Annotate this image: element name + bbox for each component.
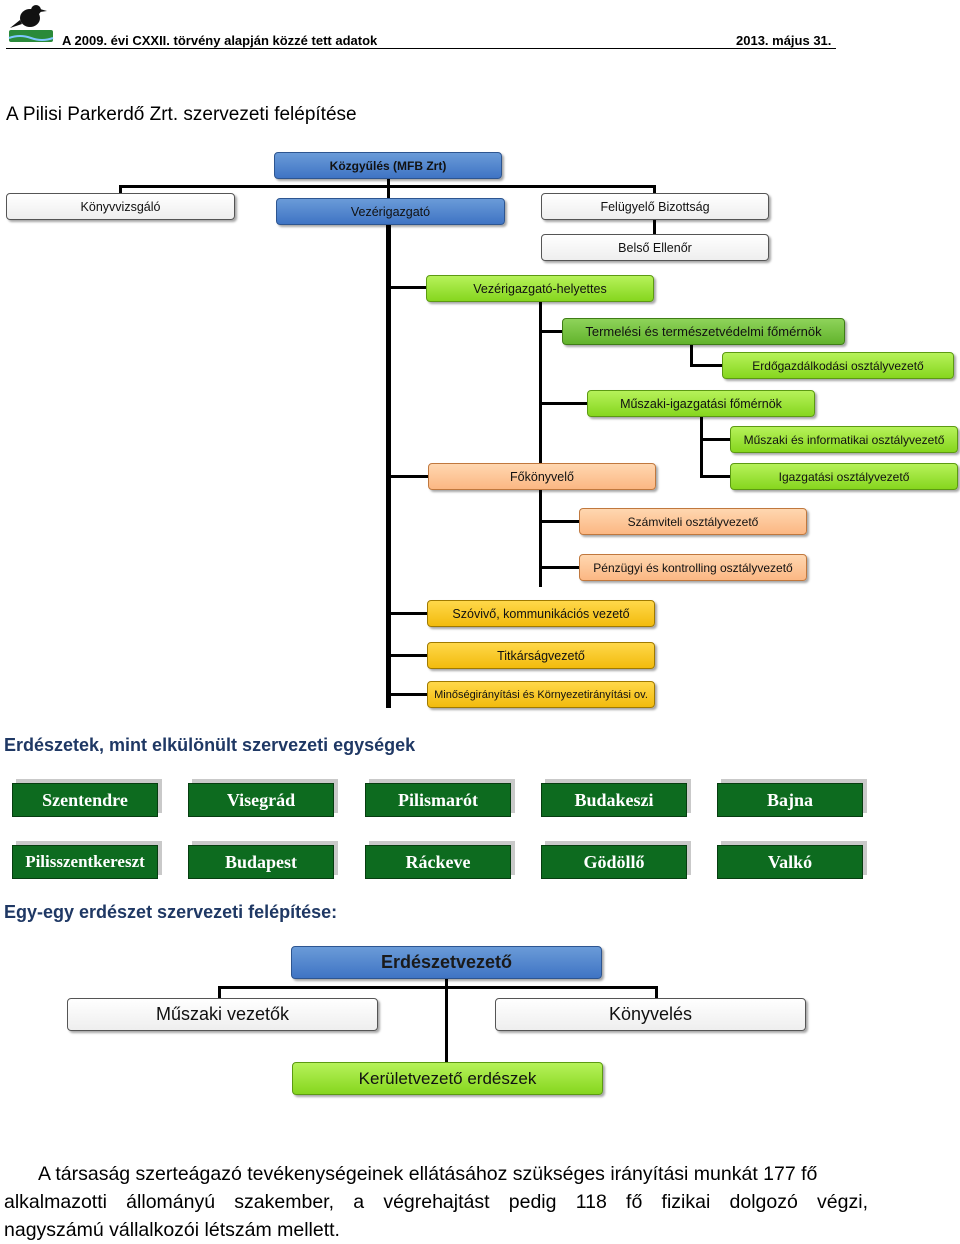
district-box-konyveles: Könyvelés bbox=[495, 998, 806, 1031]
district-org-heading: Egy-egy erdészet szervezeti felépítése: bbox=[4, 902, 338, 922]
org-box-muszaki-igazgatasi: Műszaki-igazgatási főmérnök bbox=[587, 390, 815, 417]
district-pilisszentkereszt: Pilisszentkereszt bbox=[12, 845, 158, 879]
org-box-titkarsag: Titkárságvezető bbox=[427, 642, 655, 669]
paragraph-line-3: nagyszámú vállalkozói létszám mellett. bbox=[4, 1219, 340, 1241]
district-szentendre: Szentendre bbox=[12, 783, 158, 817]
paragraph-line-1: A társaság szerteágazó tevékenységeinek … bbox=[38, 1163, 818, 1185]
org-box-termelesi-fomernok: Termelési és természetvédelmi főmérnök bbox=[562, 318, 845, 345]
district-pilismarot: Pilismarót bbox=[365, 783, 511, 817]
district-box-muszaki-vezetok: Műszaki vezetők bbox=[67, 998, 378, 1031]
company-logo bbox=[8, 5, 54, 42]
org-box-penzugyi: Pénzügyi és kontrolling osztályvezető bbox=[579, 554, 807, 581]
district-box-erdeszetvezeto: Erdészetvezető bbox=[291, 946, 602, 979]
district-godollo: Gödöllő bbox=[541, 845, 687, 879]
district-visegrad: Visegrád bbox=[188, 783, 334, 817]
org-box-kozgyules: Közgyűlés (MFB Zrt) bbox=[274, 152, 502, 179]
district-rackeve: Ráckeve bbox=[365, 845, 511, 879]
summary-paragraph: A társaság szerteágazó tevékenységeinek … bbox=[4, 1160, 868, 1244]
districts-heading: Erdészetek, mint elkülönült szervezeti e… bbox=[4, 735, 416, 755]
org-box-szovivo: Szóvivő, kommunikációs vezető bbox=[427, 600, 655, 627]
org-box-konyvvizsgalo: Könyvvizsgáló bbox=[6, 193, 235, 220]
org-box-erdogazdalkodasi: Erdőgazdálkodási osztályvezető bbox=[722, 352, 954, 379]
org-box-muszaki-informatikai: Műszaki és informatikai osztályvezető bbox=[730, 426, 958, 453]
header-divider bbox=[6, 48, 836, 49]
header-date: 2013. május 31. bbox=[736, 33, 832, 48]
org-box-vezerigazgato-helyettes: Vezérigazgató-helyettes bbox=[426, 275, 654, 302]
org-box-fokonyvelo: Főkönyvelő bbox=[428, 463, 656, 490]
page-title: A Pilisi Parkerdő Zrt. szervezeti felépí… bbox=[6, 104, 357, 125]
paragraph-line-2: alkalmazotti állományú szakember, a végr… bbox=[4, 1191, 868, 1213]
org-box-felugyelo-bizottsag: Felügyelő Bizottság bbox=[541, 193, 769, 220]
org-box-minoseg: Minőségirányítási és Környezetirányítási… bbox=[427, 681, 655, 708]
district-bajna: Bajna bbox=[717, 783, 863, 817]
district-budakeszi: Budakeszi bbox=[541, 783, 687, 817]
org-box-igazgatasi: Igazgatási osztályvezető bbox=[730, 463, 958, 490]
org-box-szamviteli: Számviteli osztályvezető bbox=[579, 508, 807, 535]
district-valko: Valkó bbox=[717, 845, 863, 879]
org-box-belso-ellenor: Belső Ellenőr bbox=[541, 234, 769, 261]
org-box-vezerigazgato: Vezérigazgató bbox=[276, 198, 505, 225]
district-box-keruletvezeto: Kerületvezető erdészek bbox=[292, 1062, 603, 1095]
header-law-text: A 2009. évi CXXII. törvény alapján közzé… bbox=[62, 33, 378, 48]
district-budapest: Budapest bbox=[188, 845, 334, 879]
